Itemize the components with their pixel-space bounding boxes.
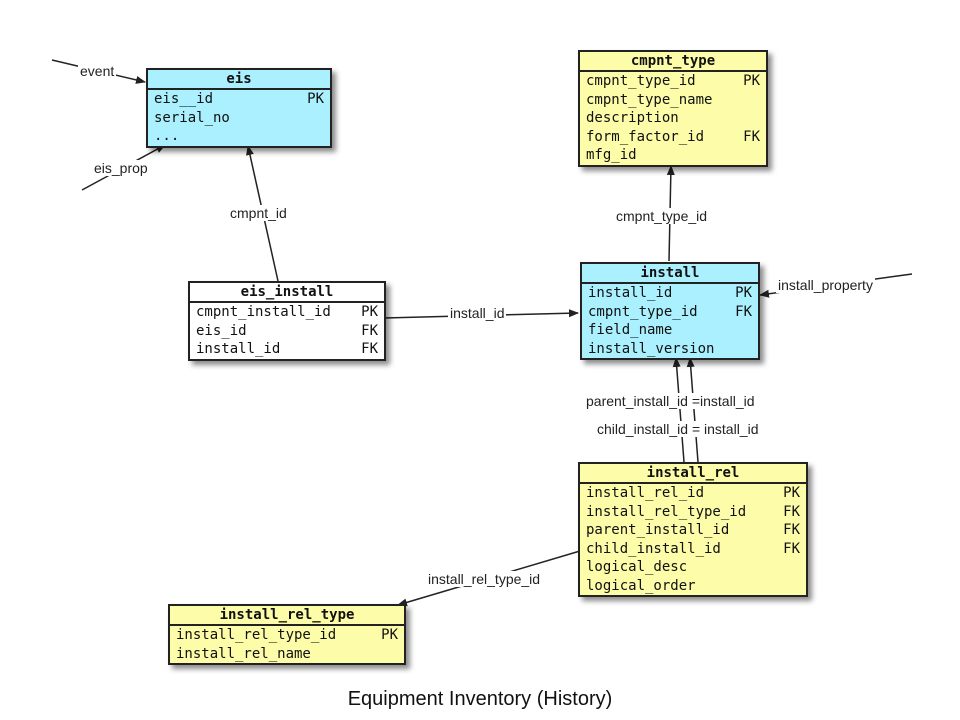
edge-child-install	[686, 357, 699, 463]
attribute-key: FK	[361, 322, 378, 339]
attribute-name: install_id	[588, 285, 673, 301]
attribute-name: eis__id	[154, 91, 214, 107]
attribute-name: install_rel_id	[586, 485, 705, 501]
attribute-name: form_factor_id	[586, 128, 705, 145]
attribute-row: install_rel_type_id PK	[170, 626, 404, 645]
entity-title: eis	[148, 70, 330, 90]
attribute-name: child_install_id	[586, 540, 721, 557]
entity-title: install	[582, 264, 758, 284]
attribute-row: logical_desc	[580, 558, 806, 577]
attribute-name: cmpnt_install_id	[196, 304, 331, 320]
attribute-key: FK	[361, 341, 378, 357]
attribute-row: cmpnt_type_id PK	[580, 72, 766, 91]
attribute-key: FK	[735, 303, 752, 320]
attribute-row: eis_id FK	[190, 322, 384, 341]
attribute-row: description	[580, 109, 766, 128]
attribute-key	[792, 577, 800, 596]
entity-title: eis_install	[190, 283, 384, 303]
attribute-row: cmpnt_install_id PK	[190, 303, 384, 322]
attribute-row: logical_order	[580, 577, 806, 596]
attribute-key	[752, 146, 760, 165]
attribute-row: install_version	[582, 340, 758, 359]
attribute-key	[744, 340, 752, 359]
attribute-key: PK	[361, 304, 378, 320]
attribute-row: child_install_id FK	[580, 540, 806, 559]
attribute-key: PK	[783, 485, 800, 501]
attribute-key	[752, 109, 760, 128]
entity-title: install_rel_type	[170, 606, 404, 626]
attribute-row: form_factor_id FK	[580, 128, 766, 147]
attribute-key: PK	[381, 627, 398, 643]
attribute-key	[316, 109, 324, 128]
attribute-key: FK	[783, 522, 800, 538]
edge-parent-install	[672, 357, 685, 463]
attribute-row: mfg_id	[580, 146, 766, 165]
attribute-row: eis__id PK	[148, 90, 330, 109]
attribute-row: install_rel_name	[170, 645, 404, 664]
attribute-name: serial_no	[154, 109, 230, 126]
label-child-install: child_install_id = install_id	[595, 421, 761, 437]
label-install-property: install_property	[776, 277, 875, 293]
label-event: event	[78, 63, 117, 79]
attribute-key: FK	[783, 503, 800, 520]
diagram-caption: Equipment Inventory (History)	[347, 688, 613, 710]
attribute-row: install_rel_id PK	[580, 484, 806, 503]
attribute-row: serial_no	[148, 109, 330, 128]
attribute-name: description	[586, 110, 679, 126]
entity-title: install_rel	[580, 464, 806, 484]
attribute-key	[390, 645, 398, 664]
attribute-row: install_rel_type_id FK	[580, 503, 806, 522]
label-parent-install: parent_install_id =install_id	[584, 393, 757, 409]
attribute-row: parent_install_id FK	[580, 521, 806, 540]
attribute-row: ...	[148, 127, 330, 146]
attribute-name: install_version	[588, 340, 715, 357]
attribute-name: eis_id	[196, 322, 247, 339]
attribute-name: logical_order	[586, 577, 696, 594]
attribute-row: field_name	[582, 321, 758, 340]
attribute-name: parent_install_id	[586, 522, 730, 538]
attribute-name: logical_desc	[586, 559, 688, 575]
attribute-key: FK	[783, 540, 800, 557]
label-install-rel-type-id: install_rel_type_id	[426, 571, 543, 587]
attribute-name: install_rel_type_id	[176, 627, 337, 643]
attribute-row: cmpnt_type_name	[580, 91, 766, 110]
attribute-row: cmpnt_type_id FK	[582, 303, 758, 322]
label-eis-prop: eis_prop	[92, 160, 150, 176]
attribute-key	[316, 127, 324, 146]
label-install-id: install_id	[448, 305, 507, 321]
attribute-row: install_id PK	[582, 284, 758, 303]
attribute-key: FK	[743, 128, 760, 145]
attribute-name: mfg_id	[586, 147, 637, 163]
attribute-name: install_id	[196, 341, 281, 357]
attribute-key: PK	[307, 91, 324, 107]
label-cmpnt-id: cmpnt_id	[228, 205, 289, 221]
attribute-row: install_id FK	[190, 340, 384, 359]
entity-title: cmpnt_type	[580, 52, 766, 72]
attribute-name: cmpnt_type_id	[588, 303, 698, 320]
attribute-name: cmpnt_type_name	[586, 91, 713, 108]
label-cmpnt-type-id: cmpnt_type_id	[614, 208, 710, 224]
attribute-key: PK	[743, 73, 760, 89]
attribute-name: ...	[154, 128, 180, 144]
attribute-name: field_name	[588, 322, 673, 338]
attribute-key	[744, 321, 752, 340]
attribute-key: PK	[735, 285, 752, 301]
attribute-key	[752, 91, 760, 110]
attribute-name: cmpnt_type_id	[586, 73, 696, 89]
attribute-name: install_rel_type_id	[586, 503, 747, 520]
attribute-name: install_rel_name	[176, 645, 311, 662]
attribute-key	[792, 558, 800, 577]
